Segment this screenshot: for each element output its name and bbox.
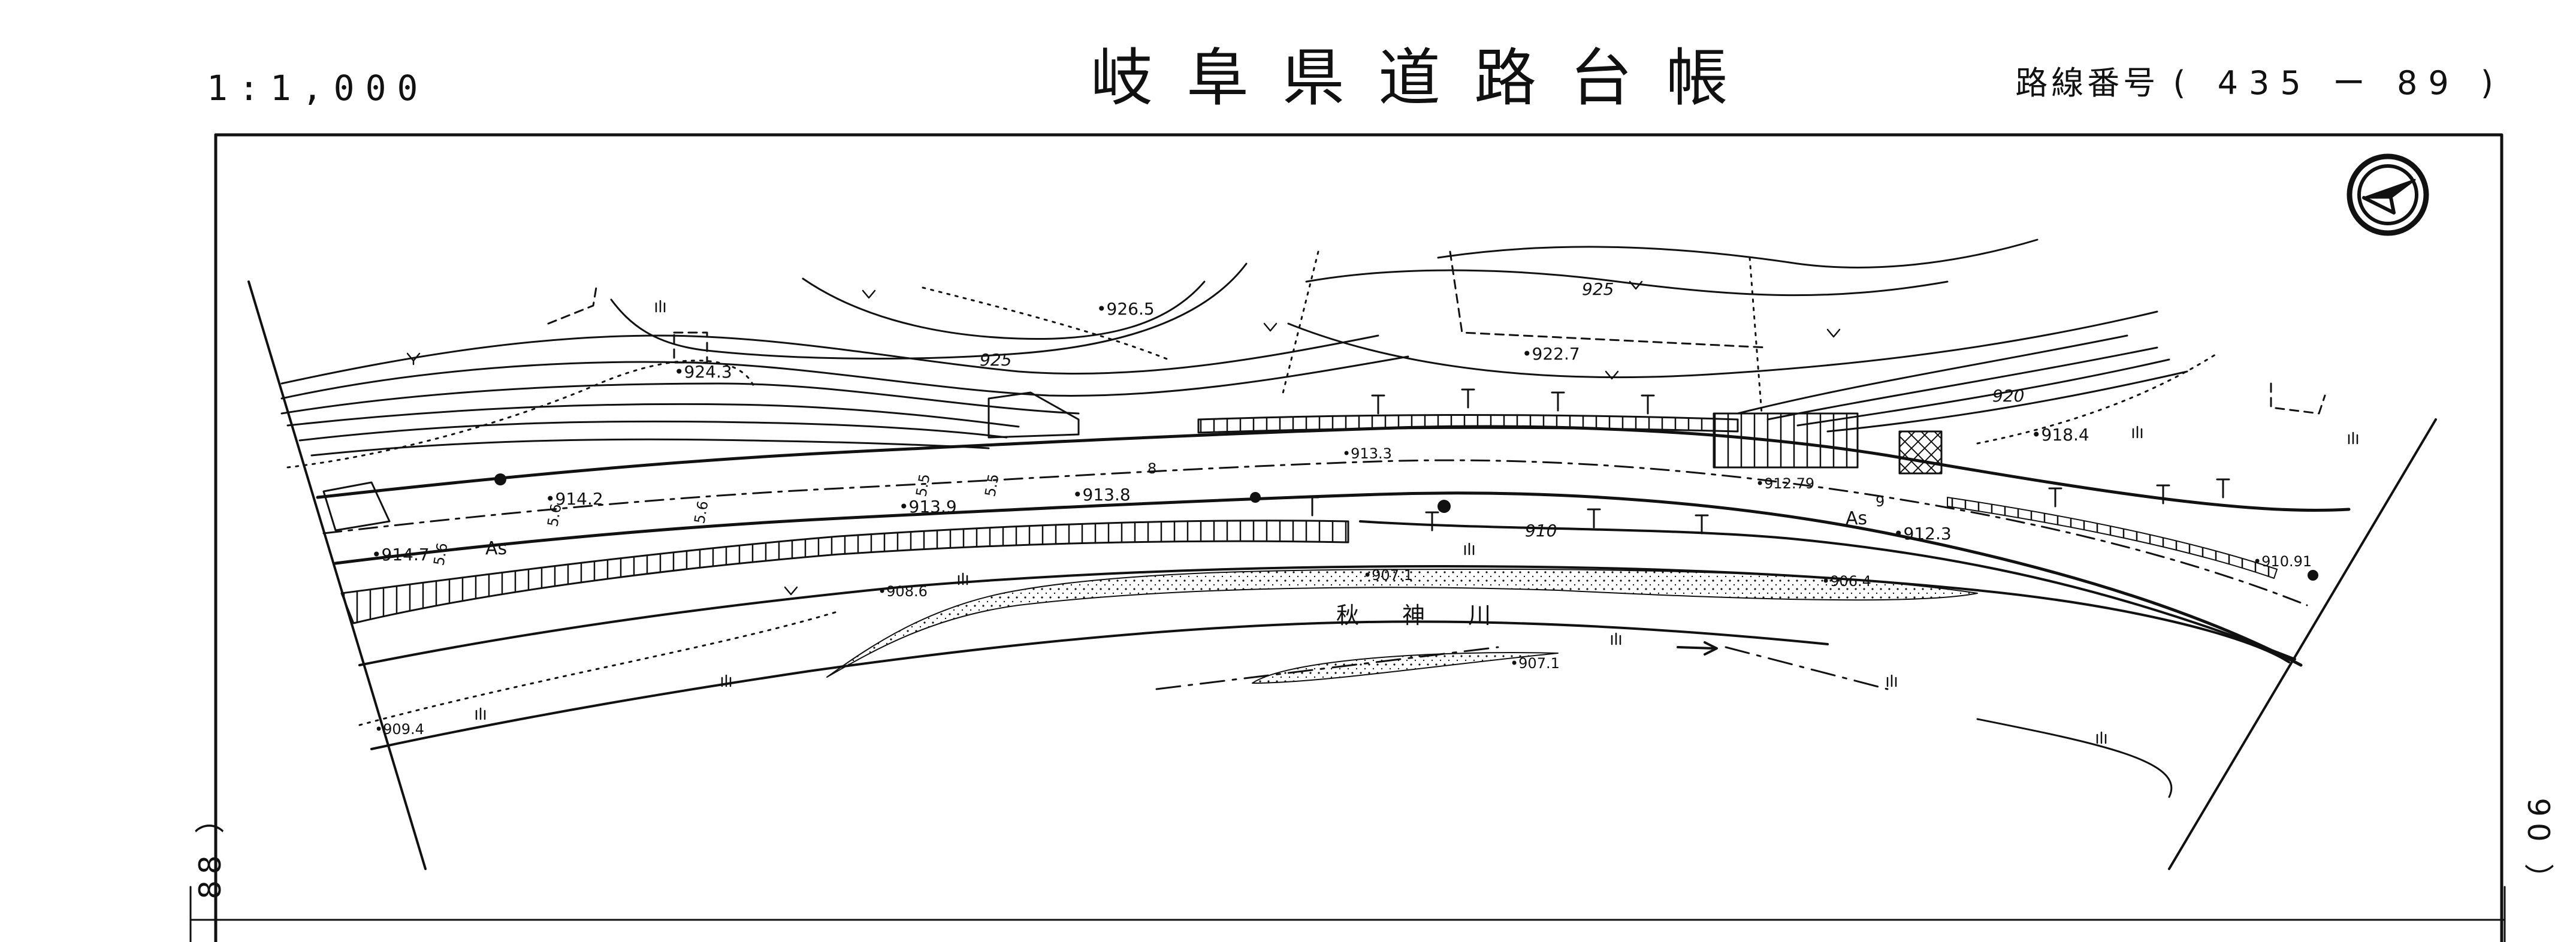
survey-boundary (247, 280, 2437, 870)
elevation-label: 920 (1992, 386, 2024, 406)
elevation-label: •924.3 (674, 362, 732, 382)
elevation-label: 925 (980, 350, 1011, 370)
elevation-label: •926.5 (1097, 299, 1155, 319)
elevation-label: •906.4 (1822, 573, 1871, 590)
dimension-label: 5.6 (691, 500, 711, 525)
elevation-label: •909.4 (375, 721, 424, 738)
elevation-labels: •926.5 •924.3 •922.7 925 925 920 •918.4 … (372, 279, 2312, 738)
utility-poles (494, 473, 2318, 581)
route-label: 路線番号 (2015, 64, 2160, 102)
route-number: 路線番号 ( 435 ー 89 ) (2015, 67, 2504, 99)
elevation-label: 910 (1525, 521, 1557, 541)
vegetation-symbols (406, 280, 2358, 744)
river (358, 565, 2290, 798)
route-number-value: ( 435 ー 89 ) (2173, 64, 2504, 102)
dimension-label: 5.6 (544, 503, 564, 528)
contour-lines (280, 238, 2188, 457)
north-arrow-icon (2347, 153, 2429, 236)
elevation-label: •914.7 (372, 545, 430, 564)
elevation-label: •907.1 (1363, 567, 1413, 584)
elevation-label: •907.1 (1510, 655, 1560, 672)
pavement-label: As (485, 538, 507, 559)
dimension-label: 9 (1876, 493, 1885, 510)
dimension-label: 5.5 (913, 473, 933, 498)
rock-outcrop (322, 391, 1080, 532)
retaining-wall (340, 412, 2278, 624)
page-title: 岐阜県道路台帳 (1091, 41, 1762, 114)
dotted-boundary (286, 250, 2218, 726)
elevation-label: •914.2 (545, 489, 603, 509)
dimension-label: 5.6 (430, 542, 451, 567)
elevation-label: •918.4 (2031, 425, 2089, 445)
road-annotations: As As 5.6 5.6 5.6 5.5 5.5 8 9 (430, 460, 1885, 567)
elevation-label: •912.3 (1894, 524, 1952, 544)
elevation-label: 925 (1582, 279, 1614, 299)
map-scale: 1:1,000 (207, 68, 429, 108)
road (316, 425, 2351, 667)
guard-posts (1305, 388, 2230, 535)
elevation-label: •910.91 (2253, 553, 2312, 570)
elevation-label: •913.9 (899, 497, 957, 517)
sheet-frame (189, 133, 2506, 942)
elevation-label: •912.79 (1756, 475, 1814, 492)
river-name: 秋 神 川 (1336, 602, 1509, 629)
elevation-label: •913.8 (1073, 485, 1131, 505)
elevation-label: •913.3 (1342, 445, 1392, 462)
elevation-label: •908.6 (878, 583, 928, 600)
pavement-label: As (1846, 508, 1867, 529)
dashed-outline (547, 250, 2326, 415)
dimension-label: 8 (1147, 460, 1156, 477)
elevation-label: •922.7 (1522, 344, 1580, 364)
dimension-label: 5.5 (982, 473, 1002, 498)
